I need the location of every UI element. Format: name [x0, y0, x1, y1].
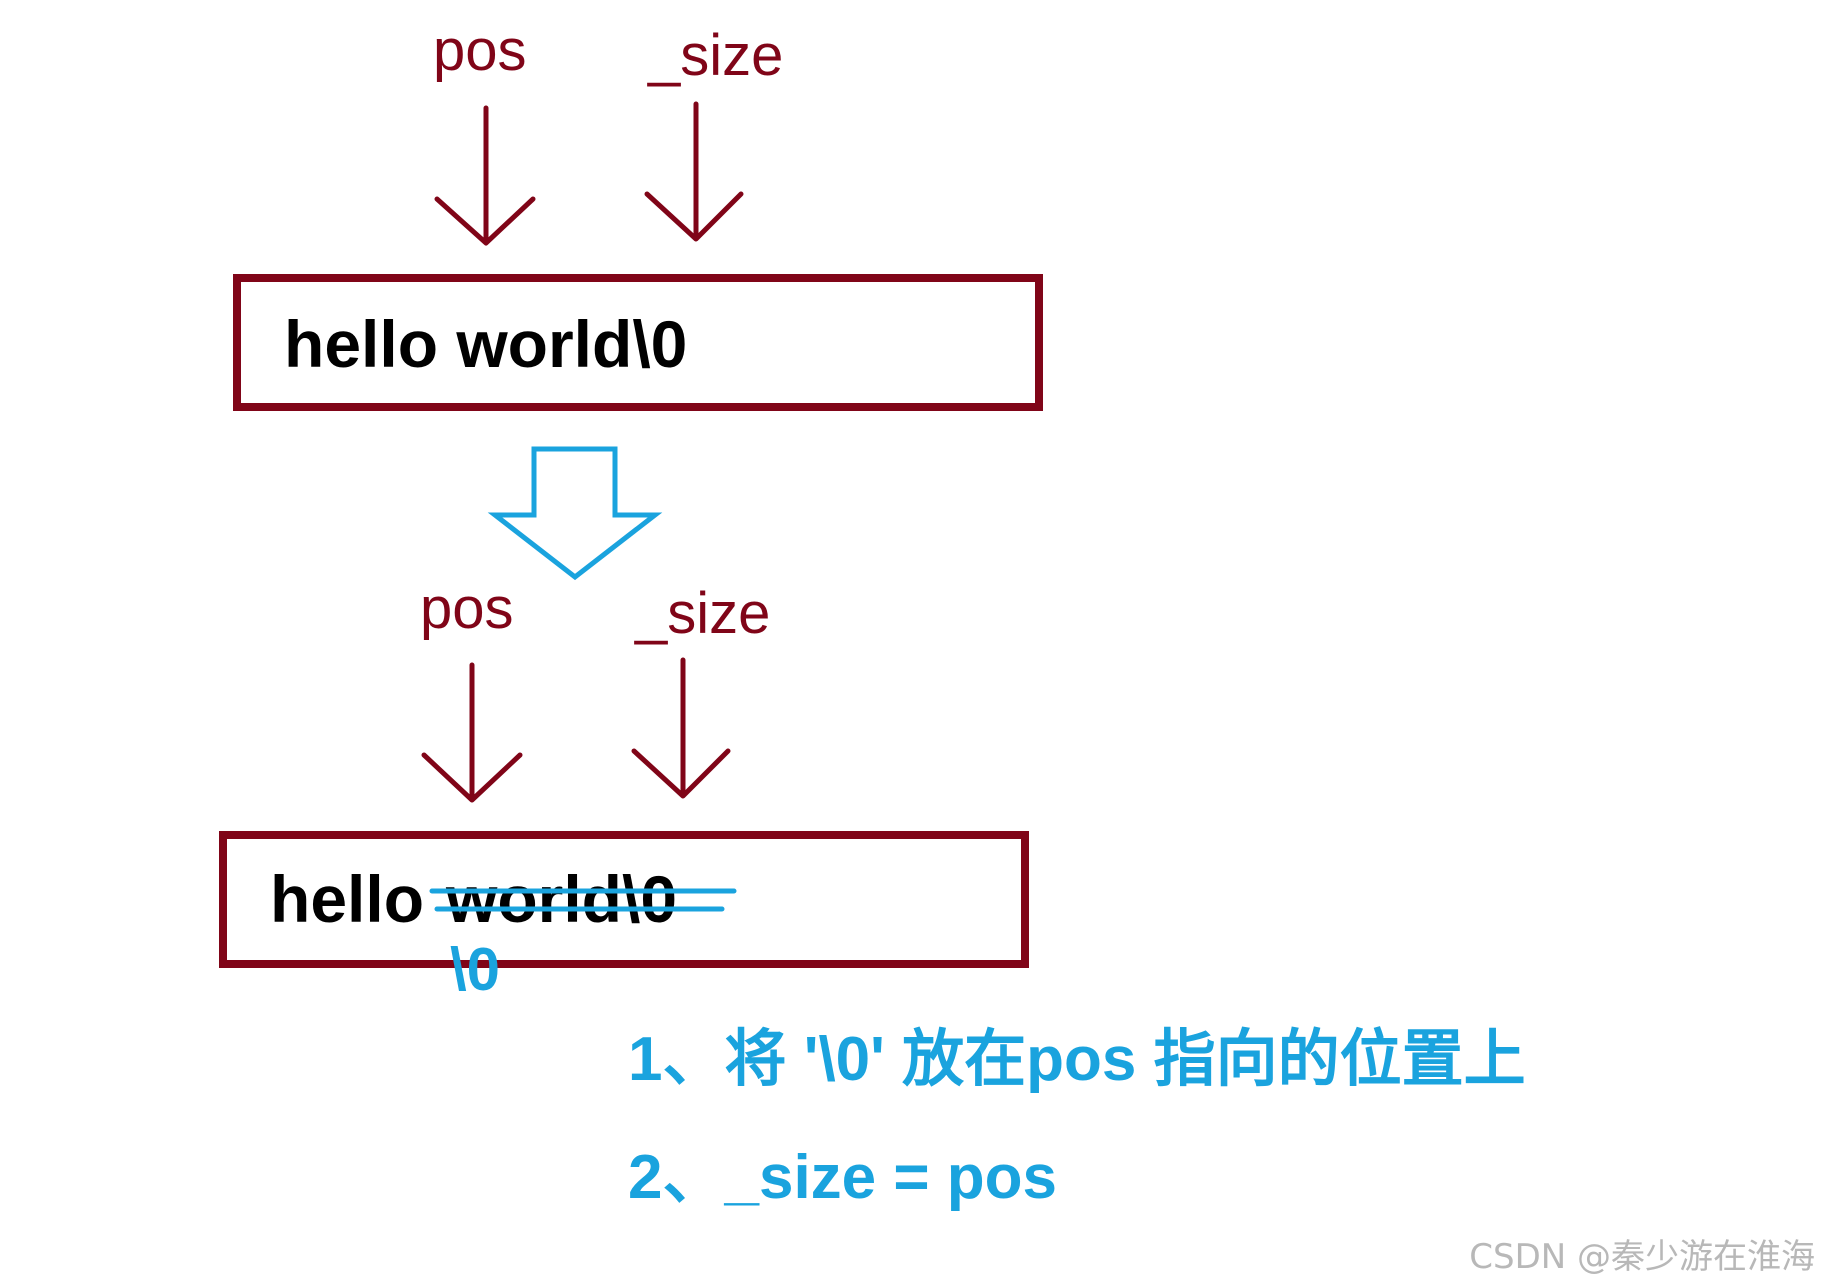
bottom-pos-arrow: [421, 662, 523, 803]
inserted-null-char: \0: [450, 936, 500, 1003]
bottom-string-box: [219, 831, 1029, 968]
strikethrough-lines: [429, 888, 737, 912]
bottom-kept-text: hello: [270, 862, 424, 936]
transition-down-arrow: [487, 446, 663, 581]
top-pos-label: pos: [433, 18, 527, 83]
top-pos-arrow: [434, 105, 536, 246]
top-size-label: _size: [647, 23, 783, 88]
bottom-pos-label: pos: [420, 576, 514, 641]
watermark-text: CSDN @秦少游在淮海: [1469, 1237, 1815, 1277]
step-2-text: 2、_size = pos: [628, 1143, 1057, 1212]
bottom-struck-text: world\0: [445, 862, 677, 936]
top-size-arrow: [644, 101, 744, 242]
bottom-size-arrow: [631, 657, 731, 799]
step-1-text: 1、将 '\0' 放在pos 指向的位置上: [628, 1025, 1526, 1094]
top-box-text: hello world\0: [284, 307, 687, 381]
bottom-size-label: _size: [634, 581, 770, 646]
top-string-box: [233, 274, 1043, 411]
